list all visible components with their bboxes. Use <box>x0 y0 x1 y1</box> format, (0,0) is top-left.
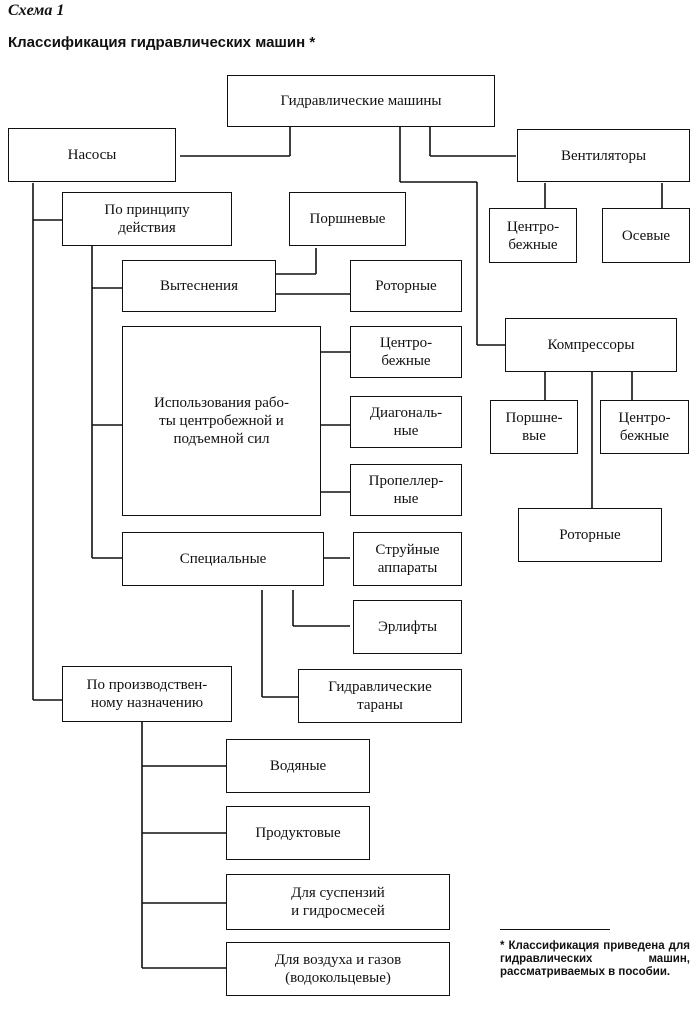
node-label: Пропеллер- ные <box>368 473 444 507</box>
node-airlift: Эрлифты <box>353 600 462 654</box>
node-label: Диагональ- ные <box>369 405 443 439</box>
node-fans-axial: Осевые <box>602 208 690 263</box>
node-propeller: Пропеллер- ные <box>350 464 462 516</box>
node-ram: Гидравлические тараны <box>298 669 462 723</box>
node-dynamic: Использования рабо- ты центробежной и по… <box>122 326 321 516</box>
node-label: Использования рабо- ты центробежной и по… <box>153 395 289 447</box>
node-label: Для воздуха и газов (водокольцевые) <box>274 952 402 986</box>
footnote: * Классификация приведена для гидравличе… <box>500 940 690 978</box>
node-label: Гидравлические тараны <box>328 679 432 713</box>
node-slurry: Для суспензий и гидросмесей <box>226 874 450 930</box>
node-by-principle: По принципу действия <box>62 192 232 246</box>
node-air-gas: Для воздуха и газов (водокольцевые) <box>226 942 450 996</box>
node-label: Для суспензий и гидросмесей <box>291 885 385 919</box>
node-label: Насосы <box>67 147 117 163</box>
node-water: Водяные <box>226 739 370 793</box>
node-hydraulic-machines: Гидравлические машины <box>227 75 495 127</box>
node-displacement: Вытеснения <box>122 260 276 312</box>
node-jet: Струйные аппараты <box>353 532 462 586</box>
node-fans: Вентиляторы <box>517 129 690 182</box>
node-label: Осевые <box>621 227 671 244</box>
node-by-purpose: По производствен- ному назначению <box>62 666 232 722</box>
node-label: Компрессоры <box>547 337 635 353</box>
diagram-title: Классификация гидравлических машин * <box>8 34 316 51</box>
node-label: Гидравлические машины <box>280 93 442 109</box>
node-comp-centrifugal: Центро- бежные <box>600 400 689 454</box>
node-label: Специальные <box>179 551 267 567</box>
footnote-divider <box>500 929 610 930</box>
node-comp-piston: Поршне- вые <box>490 400 578 454</box>
node-special: Специальные <box>122 532 324 586</box>
node-label: Центро- бежные <box>506 218 560 253</box>
node-comp-rotary: Роторные <box>518 508 662 562</box>
node-label: Продуктовые <box>255 825 341 841</box>
node-piston: Поршневые <box>289 192 406 246</box>
node-fans-centrifugal: Центро- бежные <box>489 208 577 263</box>
node-label: По производствен- ному назначению <box>86 677 208 711</box>
node-label: Поршневые <box>309 211 386 227</box>
node-pumps: Насосы <box>8 128 176 182</box>
node-centrifugal: Центро- бежные <box>350 326 462 378</box>
node-label: Центро- бежные <box>379 335 433 369</box>
node-compressors: Компрессоры <box>505 318 677 372</box>
node-label: Вытеснения <box>160 278 238 294</box>
node-food: Продуктовые <box>226 806 370 860</box>
node-label: Поршне- вые <box>505 410 563 444</box>
node-label: Эрлифты <box>377 619 438 635</box>
node-label: Вентиляторы <box>560 147 647 164</box>
node-diagonal: Диагональ- ные <box>350 396 462 448</box>
node-label: Струйные аппараты <box>375 542 440 576</box>
node-label: Центро- бежные <box>618 410 671 444</box>
node-label: Водяные <box>269 758 327 774</box>
node-rotary: Роторные <box>350 260 462 312</box>
node-label: Роторные <box>559 527 621 543</box>
node-label: Роторные <box>375 278 437 294</box>
scheme-caption: Схема 1 <box>8 2 65 19</box>
node-label: По принципу действия <box>104 202 190 236</box>
